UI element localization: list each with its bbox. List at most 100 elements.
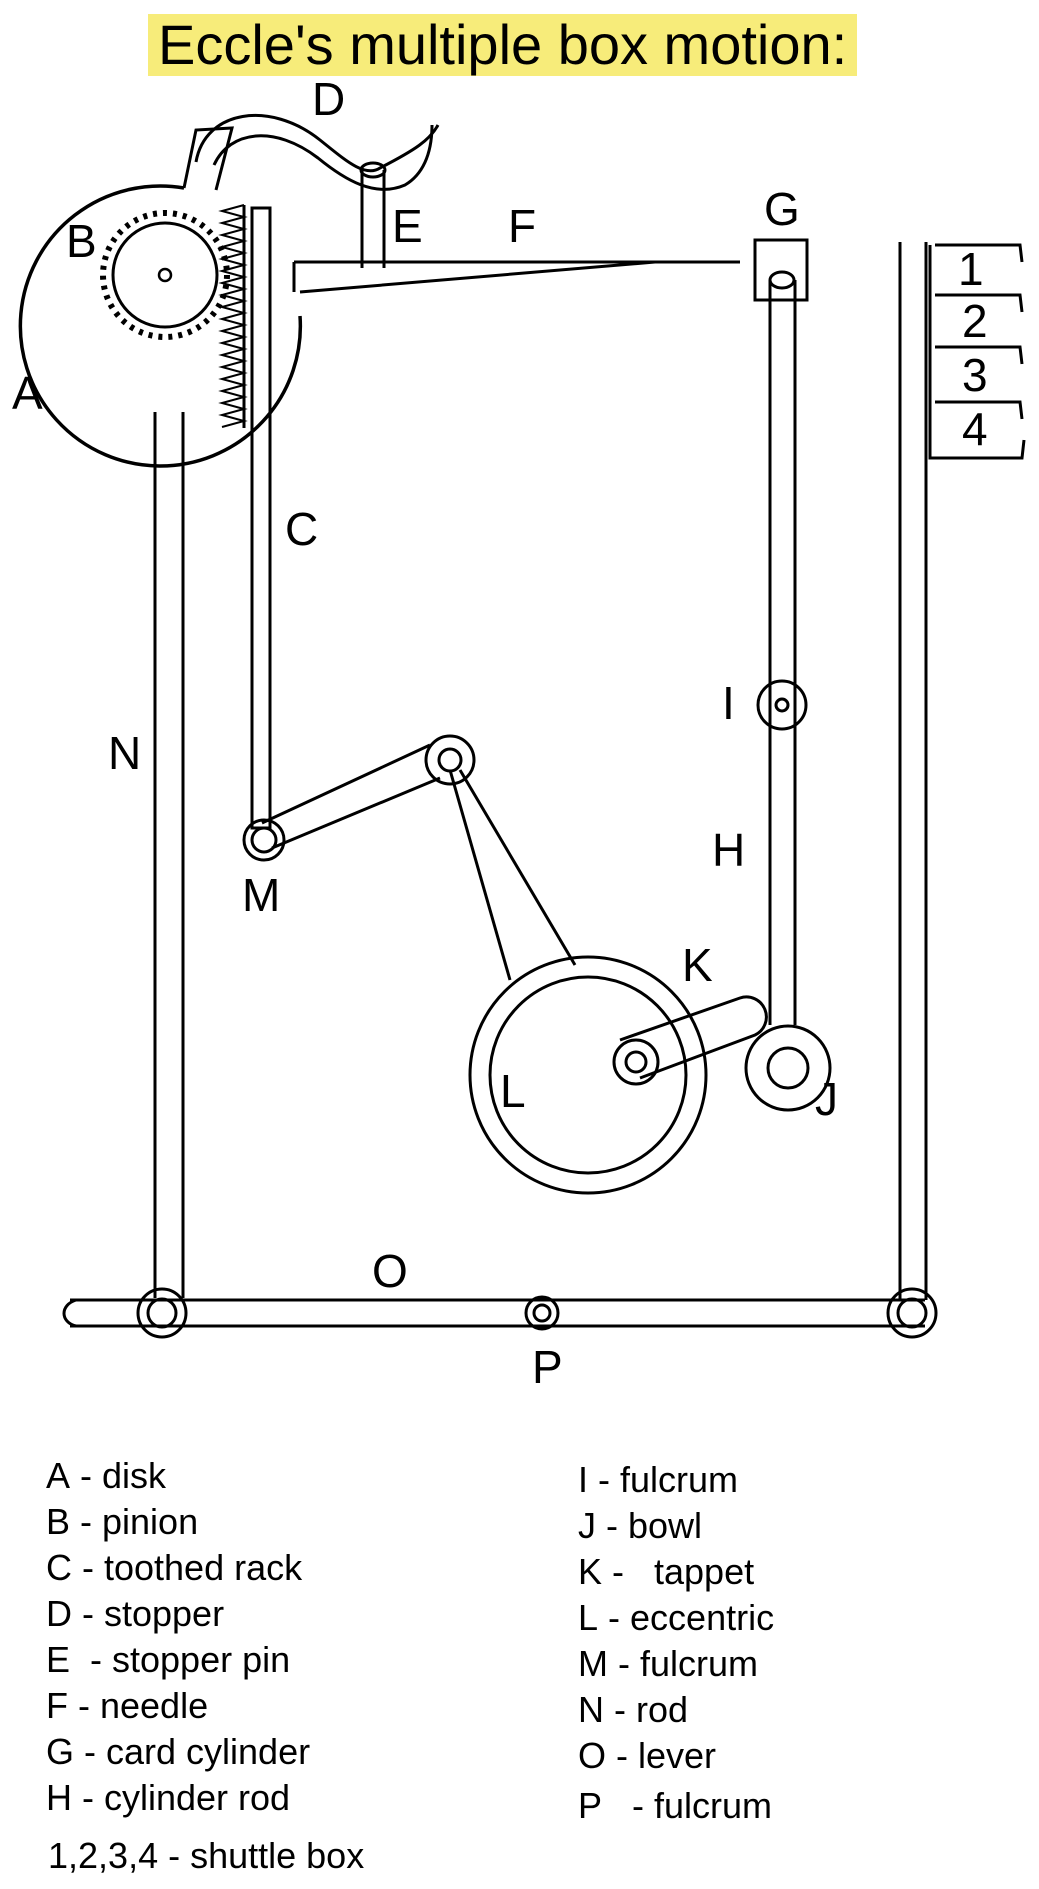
legend-item: I- fulcrum xyxy=(578,1462,738,1498)
bowl-j-inner xyxy=(766,1046,810,1090)
shuttle-box-legend: 1,2,3,4 - shuttle box xyxy=(48,1835,365,1876)
upper-fulcrum-pin xyxy=(437,747,463,773)
label-m: M xyxy=(242,869,281,921)
legend-item: M- fulcrum xyxy=(578,1646,758,1682)
legend-item: E - stopper pin xyxy=(46,1642,290,1678)
shuttle-box-4: 4 xyxy=(962,403,988,455)
fulcrum-i xyxy=(756,679,808,731)
legend-desc: - lever xyxy=(616,1735,717,1776)
eccentric-l-shaft-hub xyxy=(624,1050,648,1074)
eccentric-link-2 xyxy=(458,769,577,966)
label-a: A xyxy=(12,367,43,419)
shuttle-box-2: 2 xyxy=(962,295,988,347)
legend-desc: - cylinder rod xyxy=(82,1777,291,1818)
legend-key: P xyxy=(578,1785,603,1826)
legend-desc: - disk xyxy=(80,1455,167,1496)
eccentric-link-1 xyxy=(448,769,512,981)
legend-key: I xyxy=(578,1459,589,1500)
fulcrum-m xyxy=(242,818,286,862)
legend-desc: - toothed rack xyxy=(82,1547,303,1588)
legend-item: O- lever xyxy=(578,1738,716,1774)
legend-key: E xyxy=(46,1639,71,1680)
legend-key: F xyxy=(46,1685,68,1726)
label-o: O xyxy=(372,1245,408,1297)
label-d: D xyxy=(312,73,346,125)
stopper-d xyxy=(194,113,440,173)
card-cylinder-g xyxy=(753,238,809,302)
shuttle-box-3: 3 xyxy=(962,349,988,401)
legend-key: J xyxy=(578,1505,596,1546)
label-j: J xyxy=(815,1073,838,1125)
legend-desc: - card cylinder xyxy=(84,1731,311,1772)
legend-item: H- cylinder rod xyxy=(46,1780,290,1816)
needle-f xyxy=(292,260,740,294)
legend-key: K xyxy=(578,1551,603,1592)
legend-key: O xyxy=(578,1735,607,1776)
legend-desc: - fulcrum xyxy=(598,1459,739,1500)
pinion-b-hub xyxy=(157,267,173,283)
legend-item: N- rod xyxy=(578,1692,688,1728)
stopper-pin-e-top xyxy=(359,161,387,179)
label-h: H xyxy=(712,824,746,876)
pinion-b xyxy=(111,221,219,329)
legend-item: K- tappet xyxy=(578,1554,754,1590)
legend-item: L- eccentric xyxy=(578,1600,774,1636)
label-e: E xyxy=(392,200,423,252)
fulcrum-i-pin xyxy=(774,697,790,713)
shuttle-box-1: 1 xyxy=(958,243,984,295)
lever-right-fulcrum-inner xyxy=(896,1297,928,1329)
toothed-rack-c xyxy=(250,206,272,830)
fulcrum-m-pin xyxy=(250,826,278,854)
legend-desc: - eccentric xyxy=(608,1597,775,1638)
legend-key: B xyxy=(46,1501,71,1542)
label-c: C xyxy=(285,503,319,555)
legend-desc: - stopper pin xyxy=(90,1639,291,1680)
legend-key: G xyxy=(46,1731,75,1772)
label-k: K xyxy=(682,939,713,991)
eccentric-l-inner xyxy=(488,975,688,1175)
legend-desc: - tappet xyxy=(612,1551,755,1592)
label-b: B xyxy=(66,215,97,267)
m-lever-top xyxy=(261,743,431,825)
legend-item: G- card cylinder xyxy=(46,1734,310,1770)
legend-item: A- disk xyxy=(46,1458,166,1494)
fulcrum-p-inner xyxy=(532,1303,552,1323)
label-n: N xyxy=(108,727,142,779)
label-p: P xyxy=(532,1341,563,1393)
legend-item: C- toothed rack xyxy=(46,1550,302,1586)
rack-teeth xyxy=(218,204,248,428)
legend-desc: - pinion xyxy=(80,1501,199,1542)
label-l: L xyxy=(500,1065,526,1117)
lever-o-end xyxy=(62,1298,77,1328)
eccentric-l-shaft xyxy=(612,1038,660,1086)
diagram-title: Eccle's multiple box motion: xyxy=(148,14,858,76)
label-f: F xyxy=(508,200,537,252)
legend-item: P - fulcrum xyxy=(578,1788,772,1824)
legend-desc: - fulcrum xyxy=(612,1785,773,1826)
tappet-k xyxy=(619,995,768,1080)
label-g: G xyxy=(764,183,800,235)
cylinder-rod-h-top xyxy=(768,270,796,290)
legend-item: J- bowl xyxy=(578,1508,702,1544)
legend-desc: - rod xyxy=(614,1689,689,1730)
fulcrum-p xyxy=(524,1295,560,1331)
legend-key: M xyxy=(578,1643,608,1684)
legend-item: F- needle xyxy=(46,1688,208,1724)
legend-key: D xyxy=(46,1593,72,1634)
legend-item: D- stopper xyxy=(46,1596,224,1632)
lever-left-fulcrum xyxy=(136,1287,188,1339)
legend-desc: - stopper xyxy=(82,1593,225,1634)
eccentric-l-outer xyxy=(468,955,708,1195)
lever-left-fulcrum-inner xyxy=(146,1297,178,1329)
shuttle-box-shelves xyxy=(928,243,1026,460)
pinion-b-teeth xyxy=(100,210,230,340)
legend-desc: - bowl xyxy=(606,1505,703,1546)
m-lever-bot xyxy=(271,776,441,850)
bowl-j xyxy=(744,1024,832,1112)
label-i: I xyxy=(722,677,735,729)
legend-key: N xyxy=(578,1689,604,1730)
stopper-d-inner xyxy=(212,124,434,191)
legend-desc: - needle xyxy=(78,1685,209,1726)
